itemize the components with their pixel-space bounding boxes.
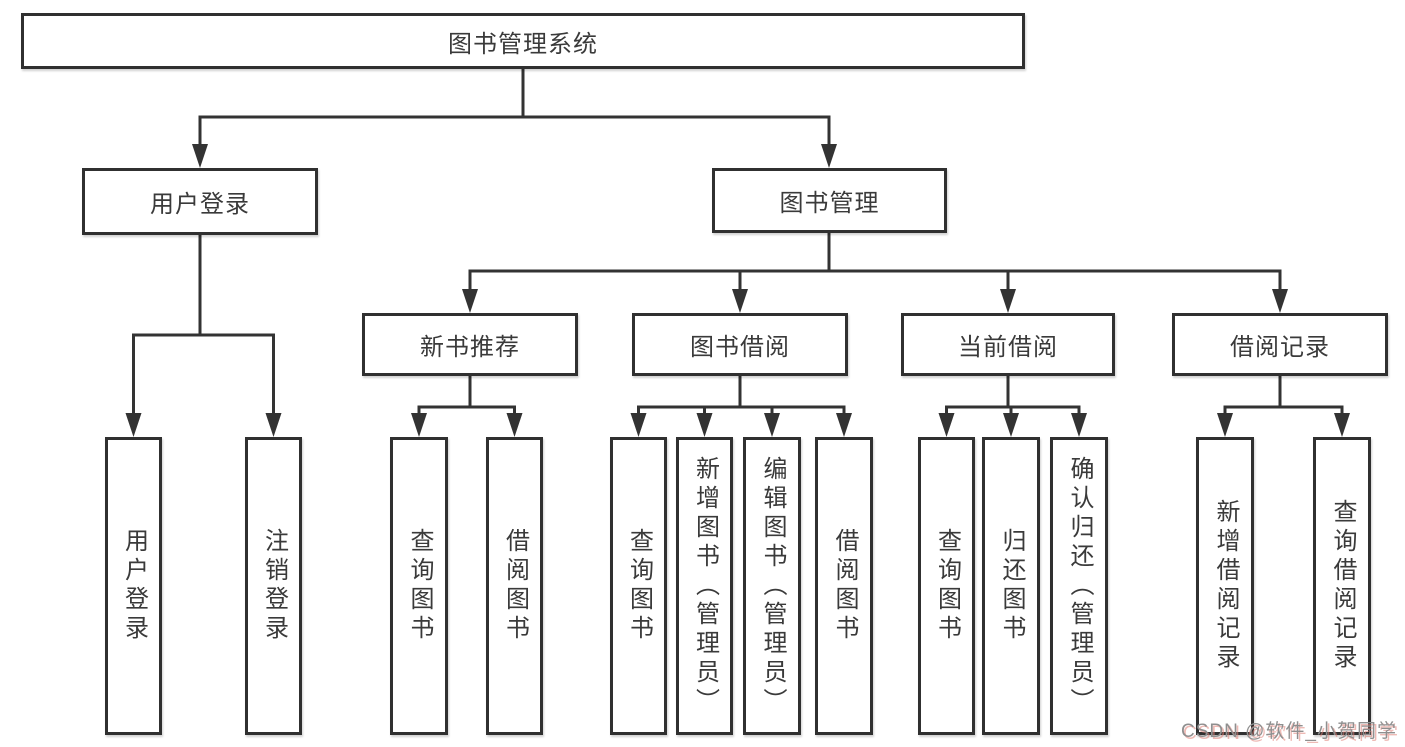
- arrow-icon: [696, 413, 713, 437]
- node-leaf-current-query: 查询图书: [918, 437, 975, 735]
- arrow-icon: [1272, 289, 1288, 313]
- node-user-login: 用户登录: [82, 168, 318, 235]
- arrow-icon: [836, 413, 852, 437]
- arrow-icon: [125, 413, 142, 437]
- node-book-management: 图书管理: [712, 168, 947, 233]
- arrow-icon: [1334, 413, 1350, 437]
- arrow-icon: [1003, 413, 1019, 437]
- connector-recommend: [417, 376, 516, 417]
- node-new-book-recommend: 新书推荐: [362, 313, 578, 376]
- node-leaf-borrow-do-label: 借阅图书: [831, 528, 858, 644]
- node-leaf-record-query: 查询借阅记录: [1313, 437, 1371, 735]
- node-leaf-borrow-add: 新增图书（管理员）: [676, 437, 733, 735]
- node-leaf-borrow-edit-label: 编辑图书（管理员）: [759, 455, 786, 717]
- node-leaf-recommend-query: 查询图书: [390, 437, 448, 735]
- node-borrow-record: 借阅记录: [1172, 313, 1388, 376]
- node-leaf-current-confirm-label: 确认归还（管理员）: [1066, 455, 1093, 717]
- node-leaf-record-query-label: 查询借阅记录: [1329, 499, 1356, 673]
- node-root-label: 图书管理系统: [448, 30, 598, 58]
- arrow-icon: [938, 413, 955, 437]
- node-book-borrow-label: 图书借阅: [690, 334, 790, 361]
- node-borrow-record-label: 借阅记录: [1230, 334, 1330, 361]
- node-leaf-record-add: 新增借阅记录: [1196, 437, 1254, 735]
- node-leaf-current-query-label: 查询图书: [933, 528, 961, 644]
- node-leaf-borrow-query-label: 查询图书: [625, 528, 653, 644]
- arrow-icon: [411, 413, 427, 437]
- watermark: CSDN @软件_小贺同学: [1181, 721, 1397, 742]
- arrow-icon: [732, 289, 748, 313]
- node-leaf-current-confirm: 确认归还（管理员）: [1050, 437, 1108, 735]
- connector-current: [945, 376, 1081, 417]
- arrowheads: [125, 144, 1350, 437]
- arrow-icon: [462, 289, 478, 313]
- node-leaf-recommend-borrow: 借阅图书: [486, 437, 543, 735]
- arrow-icon: [764, 413, 780, 437]
- arrow-icon: [506, 413, 523, 437]
- node-leaf-logout-label: 注销登录: [260, 528, 288, 644]
- node-leaf-borrow-do: 借阅图书: [815, 437, 873, 735]
- node-leaf-borrow-query: 查询图书: [610, 437, 667, 735]
- node-root: 图书管理系统: [21, 13, 1025, 69]
- node-leaf-user-login-label: 用户登录: [120, 528, 148, 644]
- node-current-borrow-label: 当前借阅: [958, 334, 1058, 361]
- node-new-book-recommend-label: 新书推荐: [420, 334, 520, 361]
- node-leaf-recommend-query-label: 查询图书: [406, 528, 433, 644]
- arrow-icon: [630, 413, 647, 437]
- arrow-icon: [192, 144, 208, 168]
- node-leaf-current-return-label: 归还图书: [998, 528, 1025, 644]
- arrow-icon: [1217, 413, 1233, 437]
- node-leaf-current-return: 归还图书: [982, 437, 1040, 735]
- arrow-icon: [1000, 289, 1016, 313]
- connector-login: [132, 235, 275, 417]
- node-user-login-label: 用户登录: [150, 191, 250, 218]
- node-leaf-borrow-edit: 编辑图书（管理员）: [743, 437, 801, 735]
- arrow-icon: [265, 413, 282, 437]
- node-leaf-logout: 注销登录: [245, 437, 302, 735]
- arrow-icon: [821, 144, 837, 168]
- connector-root: [198, 69, 831, 146]
- node-leaf-recommend-borrow-label: 借阅图书: [501, 528, 529, 644]
- connector-record: [1223, 376, 1344, 417]
- node-leaf-borrow-add-label: 新增图书（管理员）: [691, 455, 719, 717]
- node-leaf-user-login: 用户登录: [105, 437, 162, 735]
- connector-manage: [468, 233, 1282, 291]
- node-book-management-label: 图书管理: [779, 190, 880, 217]
- connector-borrow: [637, 376, 846, 417]
- arrow-icon: [1071, 413, 1087, 437]
- node-leaf-record-add-label: 新增借阅记录: [1212, 499, 1239, 673]
- node-current-borrow: 当前借阅: [901, 313, 1115, 376]
- node-book-borrow: 图书借阅: [632, 313, 848, 376]
